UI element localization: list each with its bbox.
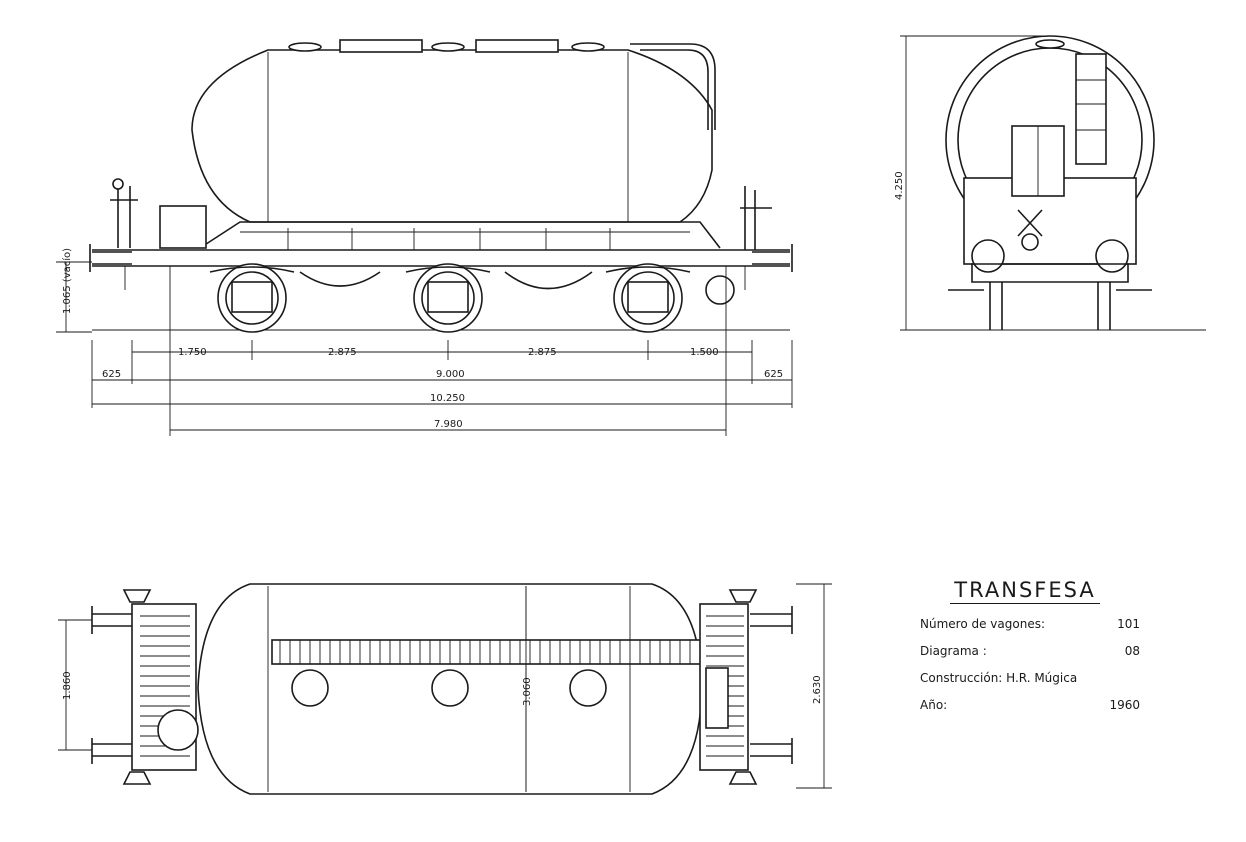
dim-7980: 7.980 <box>434 419 463 430</box>
info-row-diagram: Diagrama : 08 <box>920 644 1140 658</box>
info-value: 1960 <box>1109 698 1140 712</box>
dim-1500: 1.500 <box>690 347 719 358</box>
wheelset-2 <box>413 263 483 333</box>
dim-4250: 4.250 <box>894 171 905 200</box>
company-name: TRANSFESA <box>950 578 1100 604</box>
dim-1860: 1.860 <box>62 671 73 700</box>
wheelset-3 <box>613 263 683 333</box>
info-row-year: Año: 1960 <box>920 698 1140 712</box>
info-value: 08 <box>1124 644 1140 658</box>
dim-2630: 2.630 <box>812 675 823 704</box>
title-block: TRANSFESA Número de vagones: 101 Diagram… <box>920 578 1140 712</box>
end-view <box>900 35 1206 331</box>
info-label: Construcción: H.R. Múgica <box>920 671 1078 685</box>
dim-10250: 10.250 <box>430 393 465 404</box>
info-label: Diagrama : <box>920 644 987 658</box>
dim-height-empty: 1.065 (vacío) <box>61 248 73 314</box>
dim-1750: 1.750 <box>178 347 207 358</box>
dim-2875-a: 2.875 <box>328 347 357 358</box>
side-view <box>56 39 793 436</box>
plan-view <box>58 583 832 795</box>
dim-625-left: 625 <box>102 369 121 380</box>
wheelset-1 <box>217 263 287 333</box>
info-value: 101 <box>1117 617 1140 631</box>
info-label: Año: <box>920 698 948 712</box>
dim-2875-b: 2.875 <box>528 347 557 358</box>
dim-625-right: 625 <box>764 369 783 380</box>
info-row-construction: Construcción: H.R. Múgica <box>920 671 1140 685</box>
info-row-wagons: Número de vagones: 101 <box>920 617 1140 631</box>
dim-3060: 3.060 <box>522 677 533 706</box>
dim-9000: 9.000 <box>436 369 465 380</box>
info-label: Número de vagones: <box>920 617 1045 631</box>
